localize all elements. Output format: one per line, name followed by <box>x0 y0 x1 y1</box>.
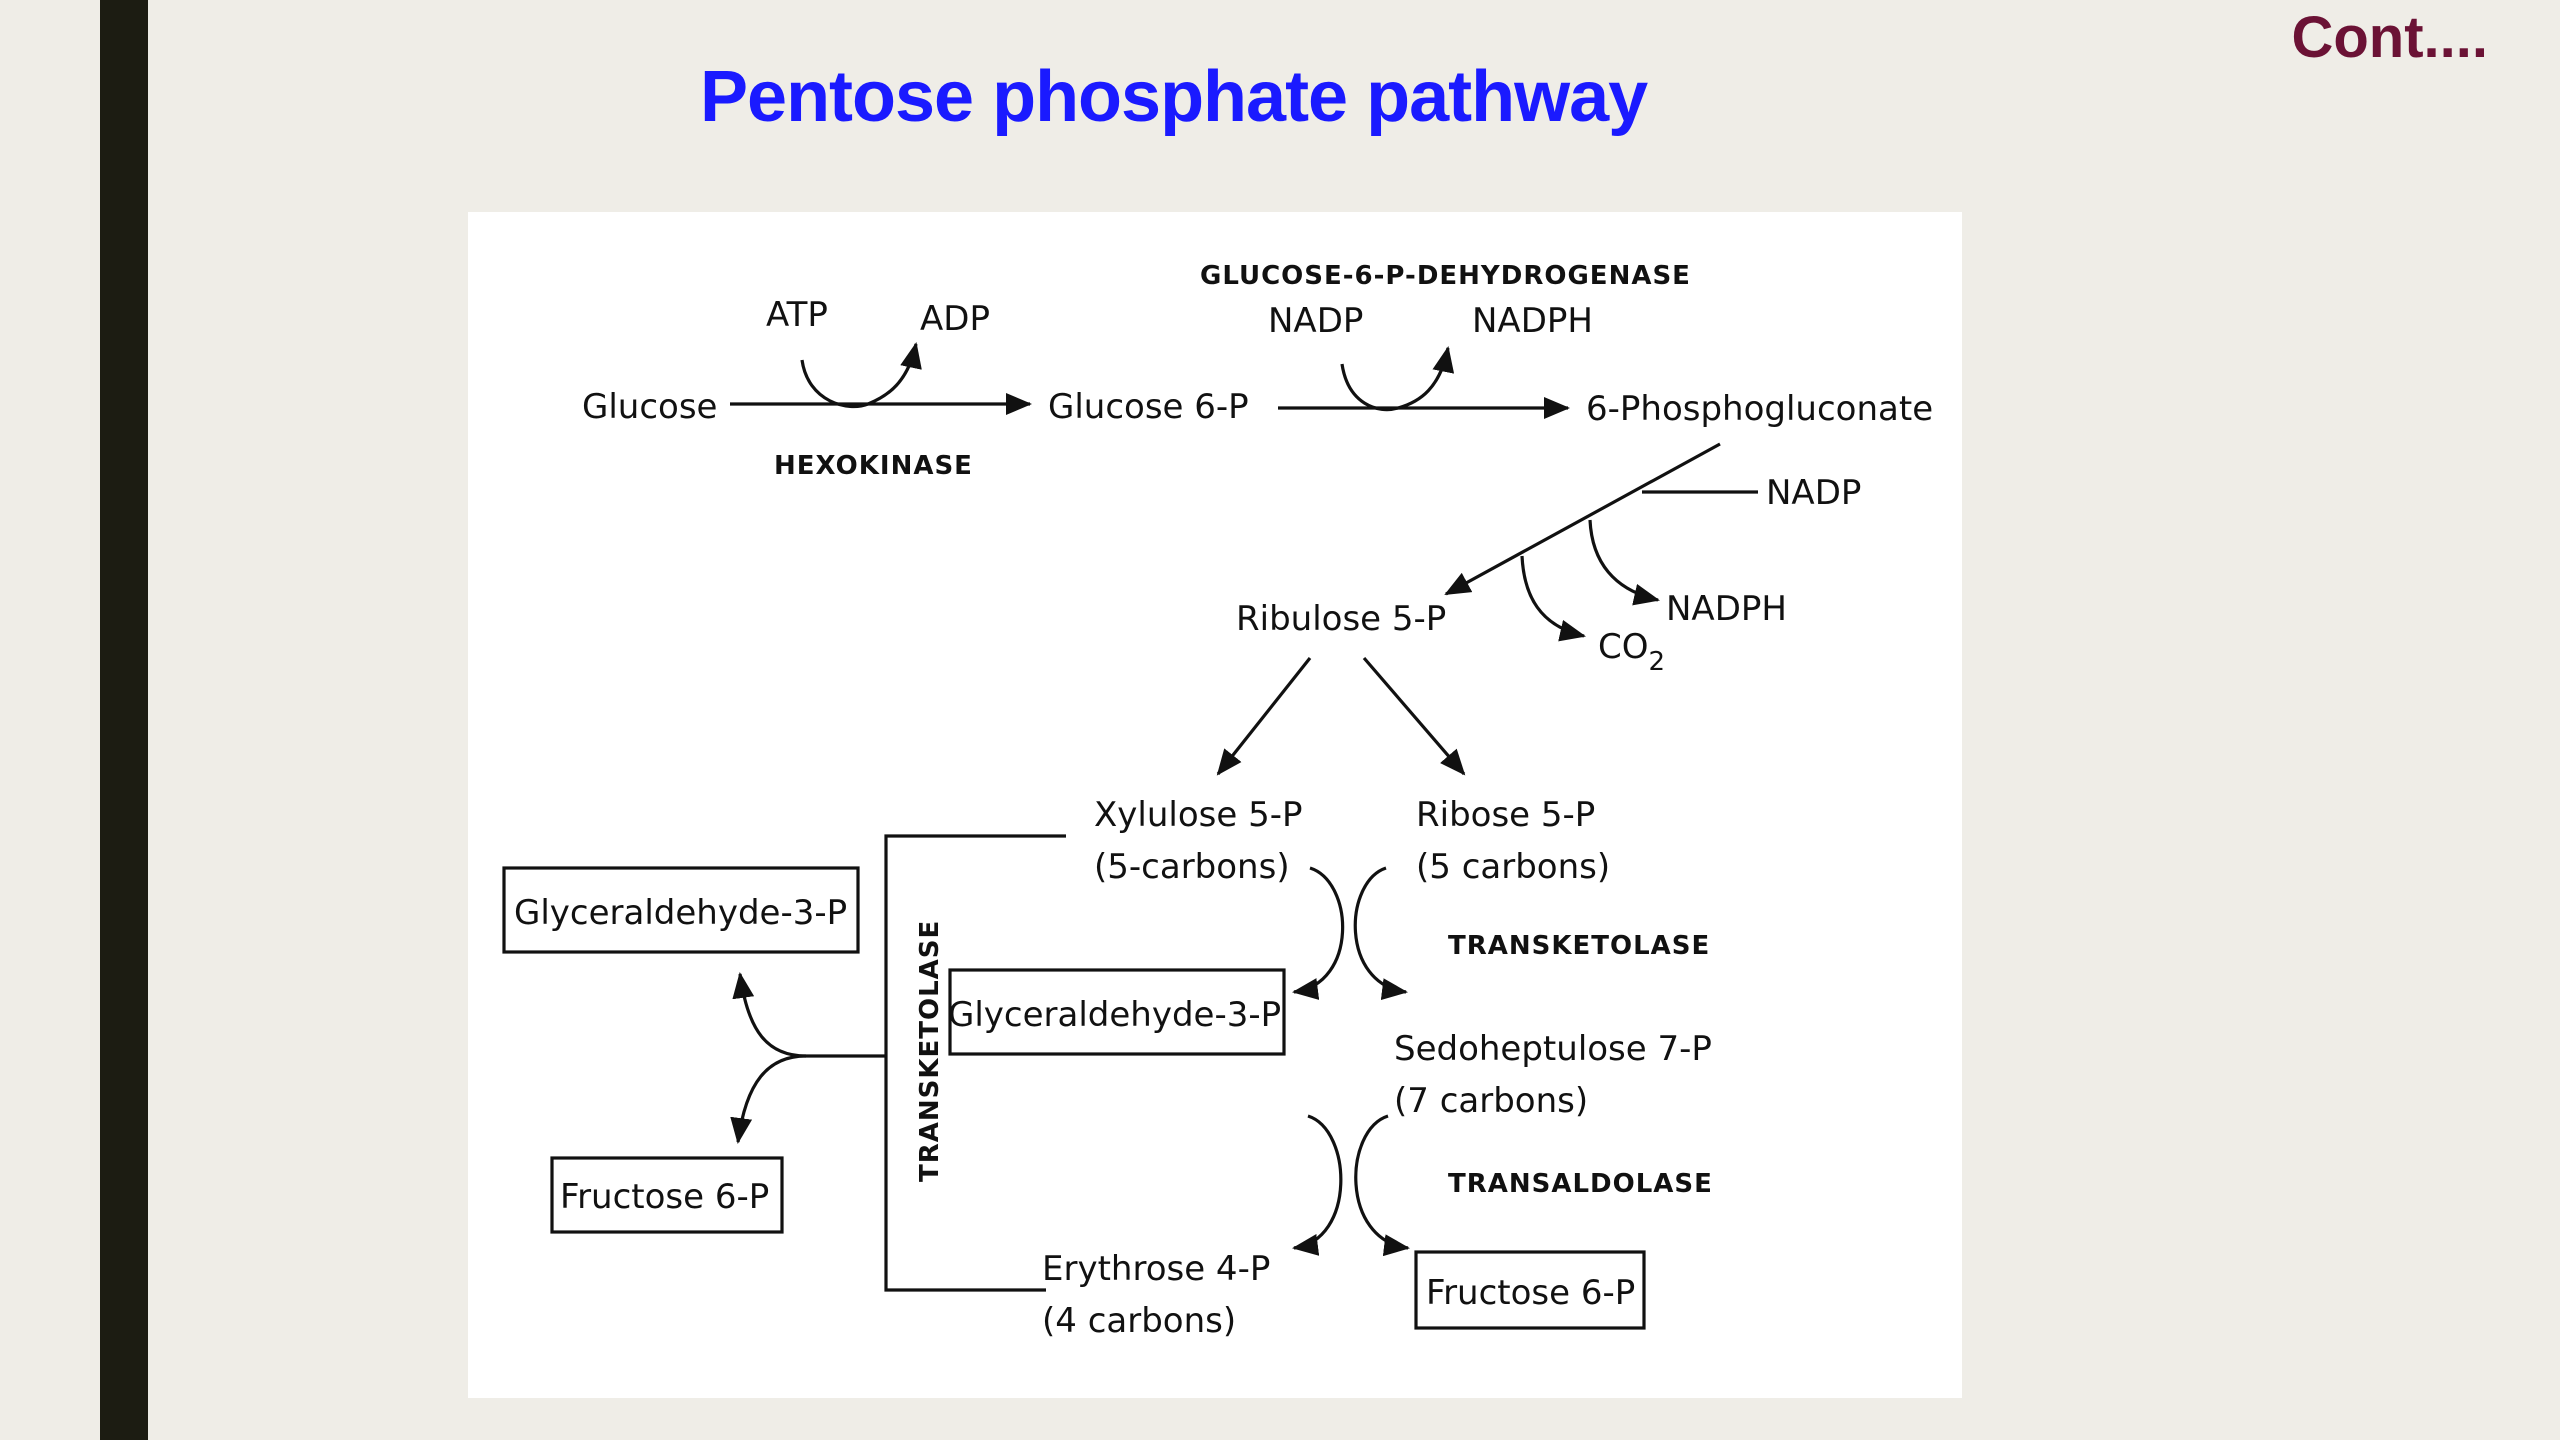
product-f6p-left: Fructose 6-P <box>560 1177 769 1217</box>
cofactor-co2: CO2 <box>1598 627 1665 677</box>
arrow-6pg-to-ribulose <box>1444 442 1721 596</box>
compound-erythrose-4p: Erythrose 4-P <box>1042 1249 1270 1289</box>
cofactor-nadph-1: NADPH <box>1472 301 1593 341</box>
compound-ribose-carbons: (5 carbons) <box>1416 847 1610 887</box>
enzyme-transketolase-vertical: TRANSKETOLASE <box>915 920 945 1182</box>
compound-xylulose-5p: Xylulose 5-P <box>1094 795 1303 835</box>
nadph-2-curve <box>1588 519 1660 606</box>
transaldolase-cross-left <box>1292 1114 1343 1256</box>
compound-sedoheptulose-carbons: (7 carbons) <box>1394 1081 1588 1121</box>
compound-6-phosphogluconate: 6-Phosphogluconate <box>1586 389 1933 429</box>
transaldolase-cross-right <box>1354 1114 1410 1257</box>
arrow-to-f6p-left <box>730 1054 807 1144</box>
atp-adp-curve <box>800 342 922 409</box>
cofactor-atp: ATP <box>766 295 828 335</box>
enzyme-transaldolase: TRANSALDOLASE <box>1448 1169 1713 1199</box>
box-f6p-right <box>1414 1250 1646 1330</box>
compound-glucose-6p: Glucose 6-P <box>1048 387 1249 427</box>
enzyme-hexokinase: HEXOKINASE <box>774 451 973 481</box>
box-f6p-left <box>550 1156 784 1234</box>
cofactor-nadp-1: NADP <box>1268 301 1363 341</box>
cofactor-nadp-2: NADP <box>1766 473 1861 513</box>
box-g3p-mid <box>948 968 1286 1056</box>
co2-curve <box>1520 555 1586 642</box>
transketolase-bracket <box>884 834 1066 1292</box>
enzyme-transketolase-right: TRANSKETOLASE <box>1448 931 1710 961</box>
arrow-ribulose-to-ribose <box>1362 656 1466 776</box>
transketolase-cross-left <box>1292 866 1345 1000</box>
left-accent-bar <box>100 0 148 1440</box>
product-g3p-left: Glyceraldehyde-3-P <box>514 893 847 933</box>
nadp-nadph-curve-1 <box>1340 346 1455 412</box>
box-g3p-left <box>502 866 860 954</box>
compound-erythrose-carbons: (4 carbons) <box>1042 1301 1236 1341</box>
enzyme-g6pd: GLUCOSE-6-P-DEHYDROGENASE <box>1200 261 1691 291</box>
slide-title: Pentose phosphate pathway <box>700 57 1648 137</box>
compound-ribose-5p: Ribose 5-P <box>1416 795 1595 835</box>
pathway-figure: Glucose ATP ADP HEXOKINASE Glucose 6-P G… <box>468 212 1962 1398</box>
cofactor-adp: ADP <box>920 299 990 339</box>
arrow-ribulose-to-xylulose <box>1216 657 1312 776</box>
arrow-to-g3p-left <box>732 972 886 1058</box>
compound-ribulose-5p: Ribulose 5-P <box>1236 599 1446 639</box>
transketolase-cross-right <box>1353 866 1408 1000</box>
compound-sedoheptulose-7p: Sedoheptulose 7-P <box>1394 1029 1712 1069</box>
product-g3p-mid: Glyceraldehyde-3-P <box>948 995 1281 1035</box>
cofactor-nadph-2: NADPH <box>1666 589 1787 629</box>
continuation-label: Cont.... <box>2291 5 2488 70</box>
pathway-diagram: Glucose ATP ADP HEXOKINASE Glucose 6-P G… <box>502 261 1933 1341</box>
compound-xylulose-carbons: (5-carbons) <box>1094 847 1290 887</box>
compound-glucose: Glucose <box>582 387 717 427</box>
product-f6p-right: Fructose 6-P <box>1426 1273 1635 1313</box>
